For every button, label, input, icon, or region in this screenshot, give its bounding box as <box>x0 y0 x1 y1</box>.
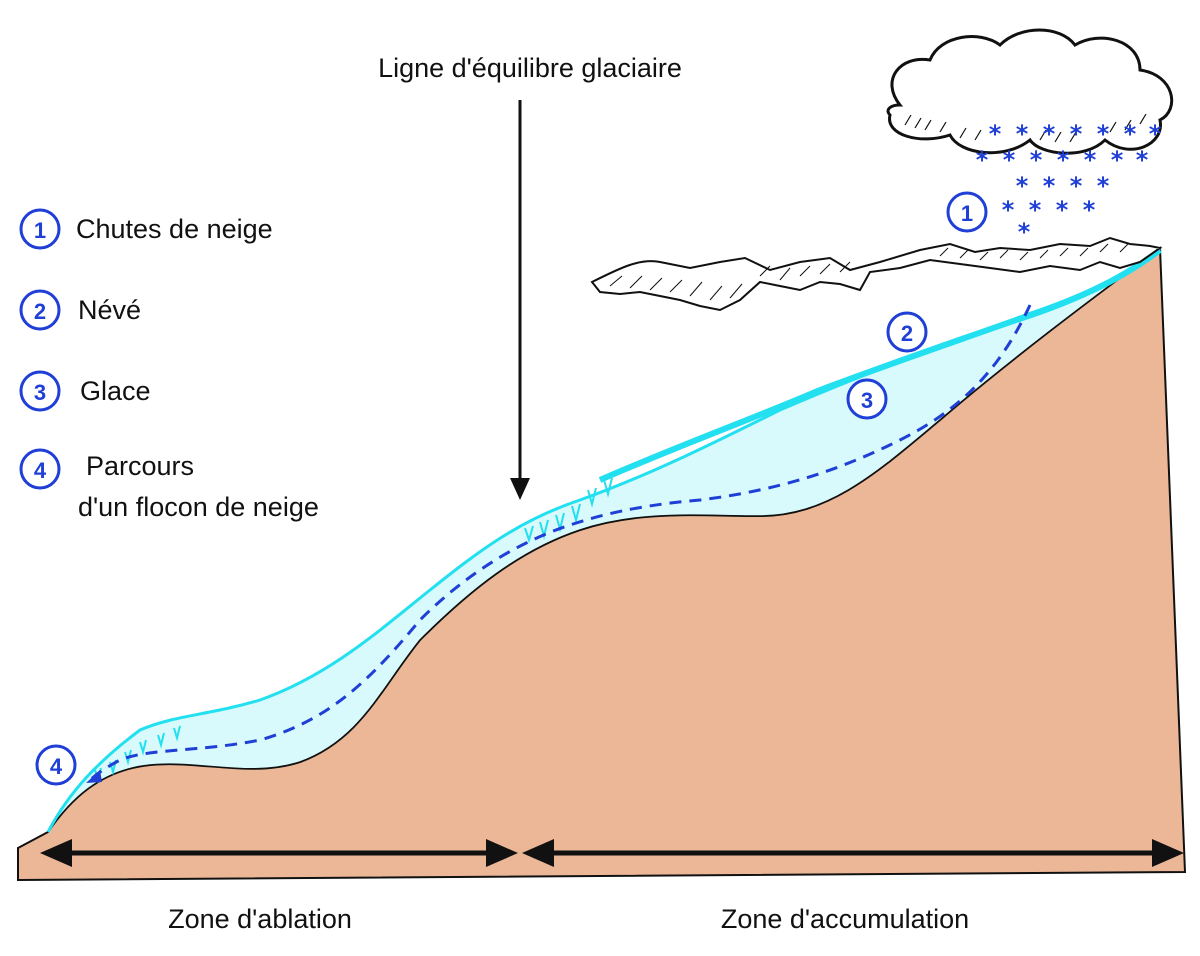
snowflake-icon: * <box>1016 120 1029 148</box>
marker-ice: 3 <box>846 378 888 420</box>
snowflake-icon: * <box>1084 146 1097 174</box>
snowflake-icon: * <box>1002 196 1015 224</box>
legend-marker-1 <box>19 208 61 250</box>
snowflake-icon: * <box>1057 146 1070 174</box>
ablation-arrowhead-right <box>486 839 518 867</box>
legend-label-flake-path-line2: d'un flocon de neige <box>78 492 319 522</box>
snowflake-icon: * <box>1097 172 1110 200</box>
legend: 1 Chutes de neige 2 Névé 3 Glace 4 Parco… <box>19 208 319 522</box>
snowflake-icon: * <box>1097 120 1110 148</box>
ablation-arrowhead-left <box>40 839 72 867</box>
marker-flake-path-number: 4 <box>50 754 63 779</box>
snowflake-icon: * <box>1043 172 1056 200</box>
snowflake-icon: * <box>1124 120 1137 148</box>
snowflake-icon: * <box>1070 120 1083 148</box>
snowflake-icon: * <box>1111 146 1124 174</box>
snowflake-icon: * <box>1043 120 1056 148</box>
marker-ice-number: 3 <box>861 388 873 413</box>
legend-marker-3 <box>19 370 61 412</box>
snowflake-icon: * <box>989 120 1002 148</box>
snowflake-icon: * <box>1056 196 1069 224</box>
legend-number-2: 2 <box>34 299 46 324</box>
marker-snowfall-number: 1 <box>961 201 973 226</box>
equilibrium-arrowhead <box>510 478 530 500</box>
legend-item-neve: 2 Névé <box>19 289 141 331</box>
legend-number-4: 4 <box>34 458 47 483</box>
marker-snowfall: 1 <box>946 191 988 233</box>
zone-ablation-label: Zone d'ablation <box>168 904 352 934</box>
legend-marker-2 <box>19 289 61 331</box>
legend-label-ice: Glace <box>80 376 151 406</box>
snowflake-icon: * <box>1016 172 1029 200</box>
accumulation-arrowhead-right <box>1152 839 1184 867</box>
snowflake-icon: * <box>1030 146 1043 174</box>
snowflakes-group: *********************** <box>976 120 1162 246</box>
legend-label-flake-path-line1: Parcours <box>86 451 194 481</box>
zone-accumulation-label: Zone d'accumulation <box>721 904 969 934</box>
snowflake-icon: * <box>1083 196 1096 224</box>
flake-path-dashed <box>86 304 1032 784</box>
neve-thick <box>598 247 1162 483</box>
mountain-range-icon <box>590 236 1163 312</box>
marker-neve: 2 <box>886 311 928 353</box>
legend-label-neve: Névé <box>78 295 141 325</box>
marker-flake-path: 4 <box>35 744 77 786</box>
legend-number-1: 1 <box>34 218 46 243</box>
snowflake-icon: * <box>1018 218 1031 246</box>
snowflake-icon: * <box>976 146 989 174</box>
zone-arrows <box>40 839 1184 867</box>
flake-path-arrowhead <box>86 770 102 783</box>
legend-label-snowfall: Chutes de neige <box>76 214 273 244</box>
page-title: Ligne d'équilibre glaciaire <box>378 53 682 83</box>
legend-item-flake-path: 4 Parcours d'un flocon de neige <box>19 448 319 522</box>
cloud-icon <box>886 28 1174 155</box>
marker-neve-number: 2 <box>901 321 913 346</box>
legend-marker-4 <box>19 448 61 490</box>
snowflake-icon: * <box>1149 120 1162 148</box>
snowflake-icon: * <box>1003 146 1016 174</box>
legend-item-ice: 3 Glace <box>19 370 151 412</box>
snowflake-icon: * <box>1070 172 1083 200</box>
legend-number-3: 3 <box>34 380 46 405</box>
snowflake-icon: * <box>1136 146 1149 174</box>
legend-item-snowfall: 1 Chutes de neige <box>19 208 273 250</box>
accumulation-arrowhead-left <box>522 839 554 867</box>
snowflake-icon: * <box>1029 196 1042 224</box>
